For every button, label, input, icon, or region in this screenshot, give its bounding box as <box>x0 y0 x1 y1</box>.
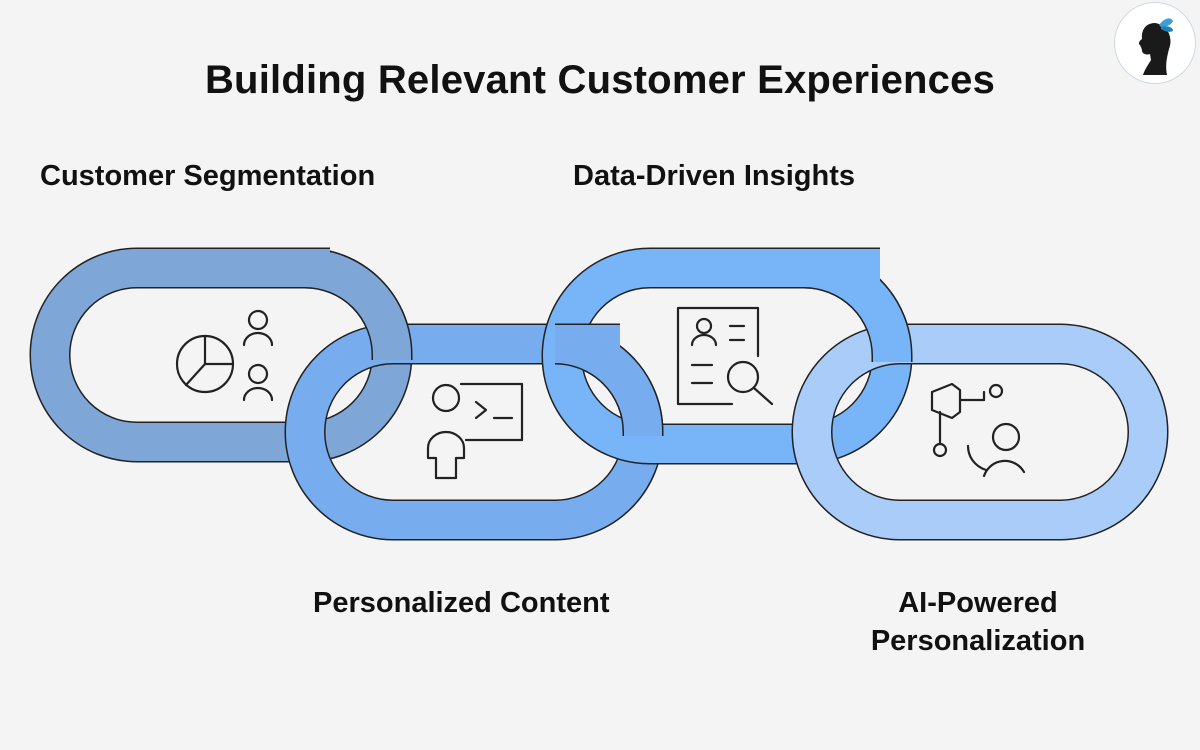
label-personalized-content: Personalized Content <box>313 587 610 619</box>
overlap-link2-over-link3 <box>554 323 664 436</box>
link-ring <box>793 325 1167 539</box>
person-decision-tree-icon <box>930 382 1026 478</box>
woman-silhouette-butterfly-icon <box>1138 18 1173 75</box>
label-data-driven-insights: Data-Driven Insights <box>573 160 855 192</box>
chain-link-ai-powered-personalization <box>791 323 1169 541</box>
document-magnifier-icon <box>676 306 774 406</box>
label-customer-segmentation: Customer Segmentation <box>40 160 376 192</box>
logo <box>1114 2 1196 84</box>
pie-chart-users-icon <box>175 309 274 402</box>
label-ai-powered-personalization: AI-Powered Personalization <box>870 587 1086 657</box>
overlap-link3-over-link4 <box>803 247 913 362</box>
page-title: Building Relevant Customer Experiences <box>204 58 996 102</box>
presenter-screen-icon <box>426 382 524 480</box>
overlap-link1-over-link2 <box>304 247 413 360</box>
